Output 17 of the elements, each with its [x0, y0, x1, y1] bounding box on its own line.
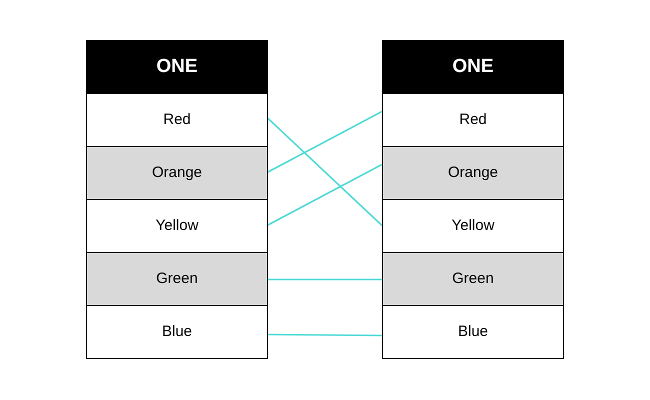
connector-line [267, 278, 382, 280]
table-row: Red [86, 93, 268, 147]
table-row: Yellow [86, 199, 268, 253]
connector-line [266, 110, 382, 174]
table-row: Yellow [382, 199, 564, 253]
table-row: Red [382, 93, 564, 147]
connector-line [267, 334, 382, 336]
table-row: Orange [86, 146, 268, 200]
table-row: Blue [86, 305, 268, 359]
table-row: Green [86, 252, 268, 306]
table-header: ONE [382, 40, 564, 94]
connector-line [266, 116, 383, 226]
connector-line [266, 164, 382, 226]
table-row: Green [382, 252, 564, 306]
table-header: ONE [86, 40, 268, 94]
table-row: Blue [382, 305, 564, 359]
table-row: Orange [382, 146, 564, 200]
